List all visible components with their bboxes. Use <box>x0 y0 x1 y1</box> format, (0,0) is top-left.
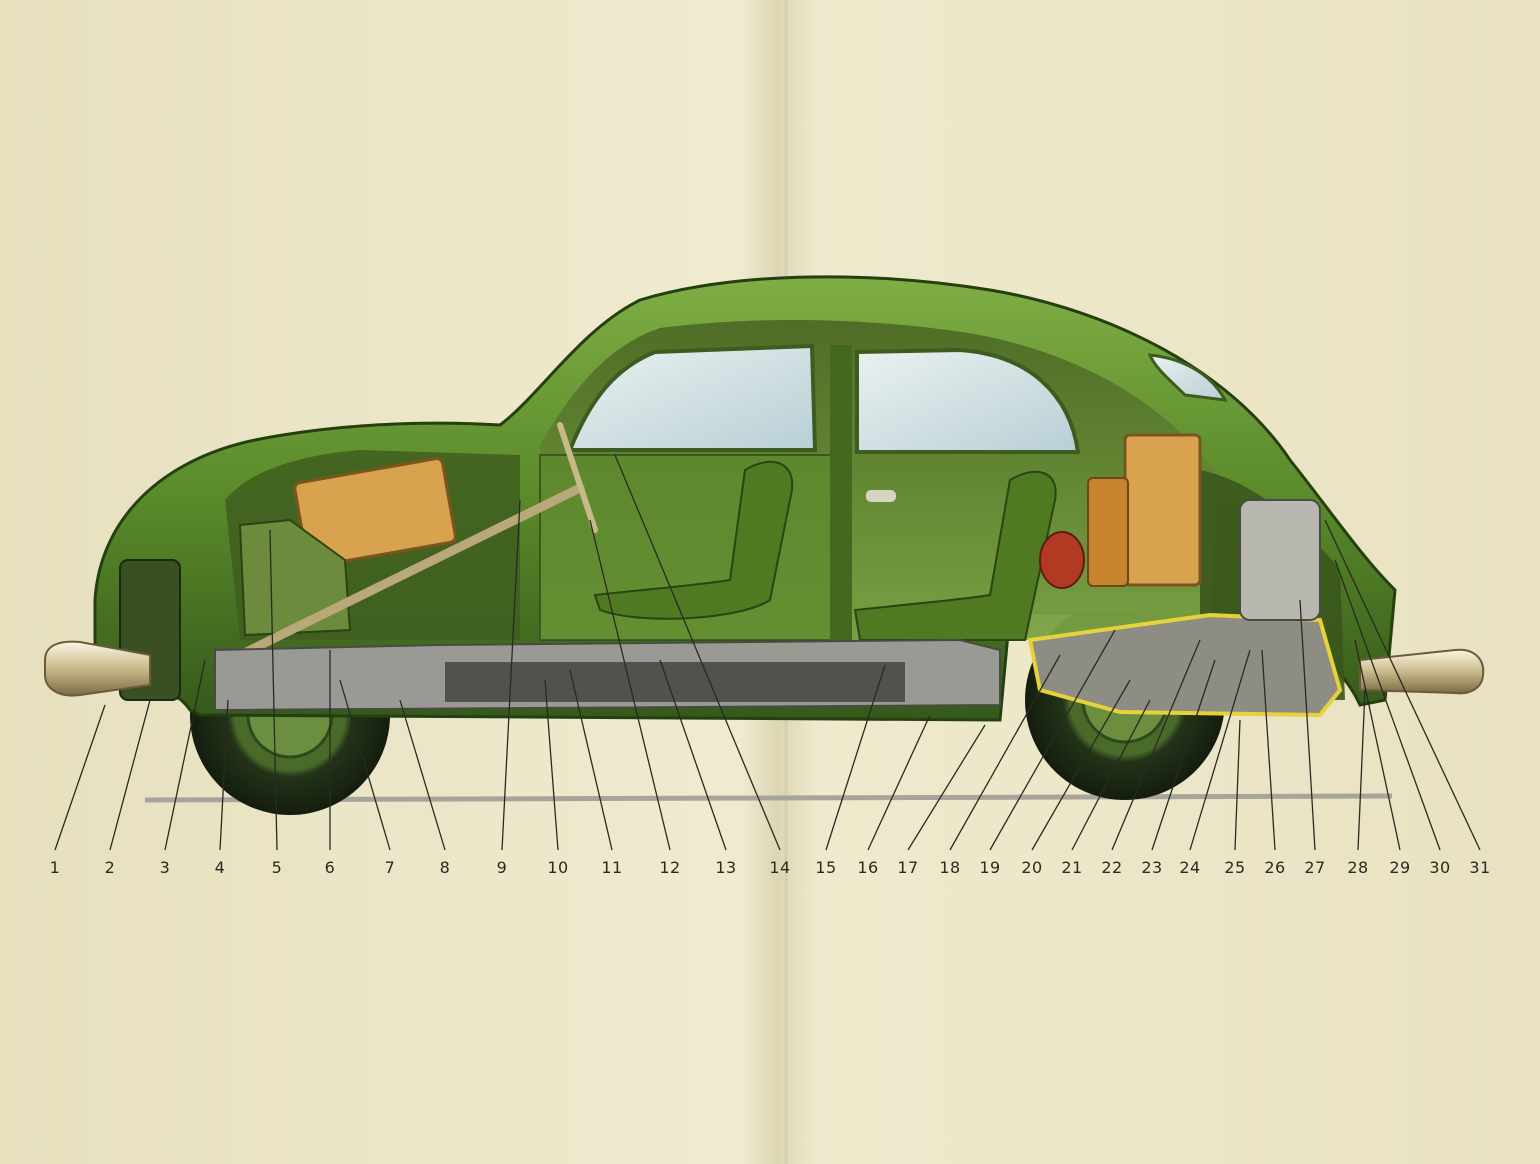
leader-10 <box>544 679 559 851</box>
leader-27 <box>1299 599 1316 851</box>
steering-column <box>225 483 585 665</box>
callout-number: 25 <box>1224 858 1246 877</box>
rear-bag <box>1087 477 1129 587</box>
callout-number: 2 <box>104 858 116 877</box>
leader-5 <box>269 529 278 851</box>
callout-number: 20 <box>1021 858 1043 877</box>
leader-14 <box>614 454 781 851</box>
leader-31 <box>1324 519 1481 851</box>
front-bumper <box>44 640 151 697</box>
leader-9 <box>501 499 521 851</box>
callout-number: 17 <box>897 858 919 877</box>
leader-1 <box>54 704 106 851</box>
callout-number: 29 <box>1389 858 1411 877</box>
leader-4 <box>219 699 229 851</box>
callout-number: 21 <box>1061 858 1083 877</box>
callout-number: 10 <box>547 858 569 877</box>
callout-number: 1 <box>49 858 61 877</box>
callout-number: 12 <box>659 858 681 877</box>
leader-21 <box>1071 699 1151 851</box>
leader-13 <box>659 659 727 851</box>
callout-number: 31 <box>1469 858 1491 877</box>
leader-18 <box>949 654 1061 851</box>
callout-leaders <box>54 454 1481 851</box>
leader-3 <box>164 659 206 851</box>
callout-number: 16 <box>857 858 879 877</box>
leader-26 <box>1261 649 1276 851</box>
callout-number: 22 <box>1101 858 1123 877</box>
ground-line <box>144 793 1393 803</box>
steering-wheel <box>557 422 598 533</box>
callout-number: 8 <box>439 858 451 877</box>
callout-number: 24 <box>1179 858 1201 877</box>
leader-8 <box>399 699 446 851</box>
callout-number: 6 <box>324 858 336 877</box>
fuel-tank <box>238 518 352 637</box>
callout-number: 7 <box>384 858 396 877</box>
leader-28 <box>1357 689 1366 851</box>
leader-15 <box>825 664 886 851</box>
leader-30 <box>1334 559 1441 851</box>
leader-24 <box>1189 649 1251 851</box>
front-window <box>567 343 818 452</box>
leader-16 <box>867 714 931 851</box>
engine-transaxle <box>1027 612 1343 718</box>
front-suitcase <box>293 457 457 568</box>
leader-19 <box>989 629 1116 851</box>
rear-side-window <box>855 347 1081 454</box>
callout-number: 5 <box>271 858 283 877</box>
callout-number: 19 <box>979 858 1001 877</box>
leader-2 <box>109 699 151 851</box>
callout-number: 13 <box>715 858 737 877</box>
callout-number: 9 <box>496 858 508 877</box>
rear-window <box>1147 353 1228 402</box>
b-pillar <box>830 345 852 645</box>
leader-29 <box>1354 639 1401 851</box>
leader-12 <box>589 519 671 851</box>
callout-number: 28 <box>1347 858 1369 877</box>
leader-23 <box>1151 659 1216 851</box>
callout-number: 4 <box>214 858 226 877</box>
engine-fan-housing <box>1239 499 1321 621</box>
callout-number: 3 <box>159 858 171 877</box>
leader-11 <box>569 669 613 851</box>
callout-number: 14 <box>769 858 791 877</box>
callout-number: 30 <box>1429 858 1451 877</box>
leader-25 <box>1234 719 1241 851</box>
leader-20 <box>1031 679 1131 851</box>
leader-22 <box>1111 639 1201 851</box>
callout-number: 23 <box>1141 858 1163 877</box>
fuel-can <box>1039 531 1085 589</box>
leader-17 <box>907 724 986 851</box>
rear-seat <box>853 470 1057 641</box>
leader-7 <box>339 679 391 851</box>
door-handle <box>866 490 896 502</box>
callout-number: 27 <box>1304 858 1326 877</box>
callout-number: 18 <box>939 858 961 877</box>
callout-number: 26 <box>1264 858 1286 877</box>
central-tunnel <box>445 662 905 702</box>
callout-number: 15 <box>815 858 837 877</box>
callout-number: 11 <box>601 858 623 877</box>
front-seat <box>593 460 794 620</box>
